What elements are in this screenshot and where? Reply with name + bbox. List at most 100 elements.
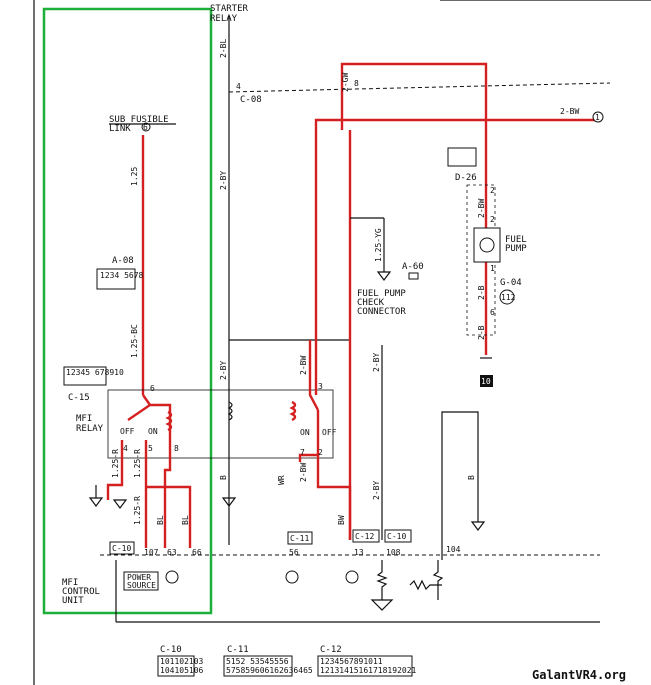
power-source-label: POWER (127, 573, 151, 582)
c11-tag (287, 531, 313, 545)
starter-relay-label-2: RELAY (210, 14, 238, 24)
sub-fusible-link-label: SUB FUSIBLE (109, 115, 169, 125)
fusible-link-number: 6 (143, 123, 148, 132)
wire-label-2bw-b: 2-BW (299, 463, 308, 482)
wire-label-2bw-top: 2-BW (560, 107, 579, 116)
fuel-pump-label: FUEL (505, 235, 527, 245)
relay1-pin-5: 5 (148, 444, 153, 453)
wire-label-125r-a: 1.25-R (111, 449, 120, 478)
connector-c15: C-15 (68, 393, 90, 403)
fuel-pump-motor (479, 237, 495, 253)
ground-number-box (480, 375, 493, 387)
mfi-relay-label: MFI (76, 414, 92, 424)
transistor-3 (345, 570, 359, 584)
c10-face-row2: 104105106 (160, 666, 204, 675)
c10-face-row1: 101102103 (160, 657, 204, 666)
pin-13: 13 (354, 548, 364, 557)
a60-connector-face (408, 272, 419, 280)
c12-face-row2: 12131415161718192021 (320, 666, 417, 675)
wire-label-2by-top: 2-BY (219, 171, 228, 190)
wire-label-2b-b: 2-B (477, 325, 486, 340)
wire-label-2b-a: 2-B (477, 285, 486, 300)
c11-face (223, 655, 293, 677)
a08-pins: 1234 5678 (100, 271, 144, 280)
power-source-label-2: SOURCE (127, 581, 156, 590)
wire-label-wr: WR (277, 475, 286, 485)
relay2-pin-3: 3 (318, 382, 323, 391)
relay2-coil-left (227, 401, 233, 421)
power-source-box (123, 571, 159, 591)
relay1-pin-4: 4 (123, 444, 128, 453)
pump-pin-2-top: 2 (490, 186, 495, 195)
relay-block (107, 389, 334, 459)
connector-a08: A-08 (112, 256, 134, 266)
mfi-control-unit-label: MFI (62, 578, 78, 588)
c12-face-row1: 1234567891011 (320, 657, 383, 666)
relay1-coil (165, 410, 173, 432)
red-wire-pin4 (106, 440, 124, 500)
sub-fusible-link-label-2: LINK (109, 124, 131, 134)
c12-tag-text: C-12 (355, 532, 374, 541)
wire-label-125yg: 1.25-YG (374, 228, 383, 262)
wire-label-2bw-pump: 2-BW (477, 199, 486, 218)
wire-label-2by-right: 2-BY (372, 353, 381, 372)
relay1-on: ON (148, 427, 158, 436)
transistor-1 (165, 570, 179, 584)
wire-label-2bw-a: 2-BW (299, 356, 308, 375)
wire-label-125r-b: 1.25-R (133, 449, 142, 478)
red-wire-pin8 (163, 440, 172, 548)
c08-pin-8: 8 (354, 79, 359, 88)
wire-label-2bl: 2-BL (219, 39, 228, 58)
red-wire-bl-right (146, 485, 192, 548)
pump-pin-2: 2 (490, 215, 495, 224)
c10-tag-1-text: C-10 (112, 544, 131, 553)
relay1-pin-8: 8 (174, 444, 179, 453)
wire-label-b-mid: B (219, 475, 228, 480)
pin-104: 104 (446, 545, 461, 554)
c10-tag-2 (384, 529, 412, 543)
c12-tag (352, 529, 380, 543)
relay2-coil (289, 400, 297, 422)
pin-66: 66 (192, 548, 202, 557)
c15-pins: 12345 678910 (66, 368, 124, 377)
c15-connector-face (63, 366, 107, 386)
red-wire-pin2 (316, 455, 352, 540)
wire-label-2by-lower: 2-BY (372, 481, 381, 500)
connector-a60: A-60 (402, 262, 424, 272)
c08-dashed-line (228, 82, 611, 93)
pump-pin-6: 6 (490, 308, 495, 317)
wire-label-bl-b: BL (181, 515, 190, 525)
transistor-2 (285, 570, 299, 584)
fuel-pump-check-label-3: CONNECTOR (357, 307, 406, 317)
pump-pin-1: 1 (490, 264, 495, 273)
connector-d26: D-26 (455, 173, 477, 183)
wire-label-2gw: 2-GW (341, 73, 350, 92)
fuel-pump-label-2: PUMP (505, 244, 527, 254)
relay2-pin-7: 7 (300, 448, 305, 457)
red-wire-2gw (340, 62, 488, 355)
mfi-control-unit-label-3: UNIT (62, 596, 84, 606)
ground-symbol-5 (370, 599, 394, 611)
relay2-on: ON (300, 428, 310, 437)
ground-symbol-3 (221, 497, 237, 507)
d26-connector-face (447, 147, 477, 167)
resistor-2 (409, 579, 442, 591)
watermark: GalantVR4.org (532, 668, 626, 682)
wire-label-125-a: 1.25 (130, 167, 139, 186)
connector-c11-bottom: C-11 (227, 645, 249, 655)
terminal-1-marker (592, 111, 604, 123)
wire-label-125r-c: 1.25-R (133, 496, 142, 525)
check-connector-terminal (376, 271, 392, 281)
wire-label-b-right: B (467, 475, 476, 480)
c11-face-row2: 575859606162636465 (226, 666, 313, 675)
starter-relay-label: STARTER (210, 4, 249, 14)
g04-ground (499, 289, 515, 305)
pin-107: 107 (144, 548, 159, 557)
c11-face-row1: 5152 53545556 (226, 657, 289, 666)
ground-symbol-4 (470, 521, 486, 531)
connector-c08: C-08 (240, 95, 262, 105)
c10-face (157, 655, 195, 677)
wire-label-bw: BW (337, 515, 346, 525)
highlight-box (42, 7, 213, 615)
relay2-off: OFF (322, 428, 337, 437)
